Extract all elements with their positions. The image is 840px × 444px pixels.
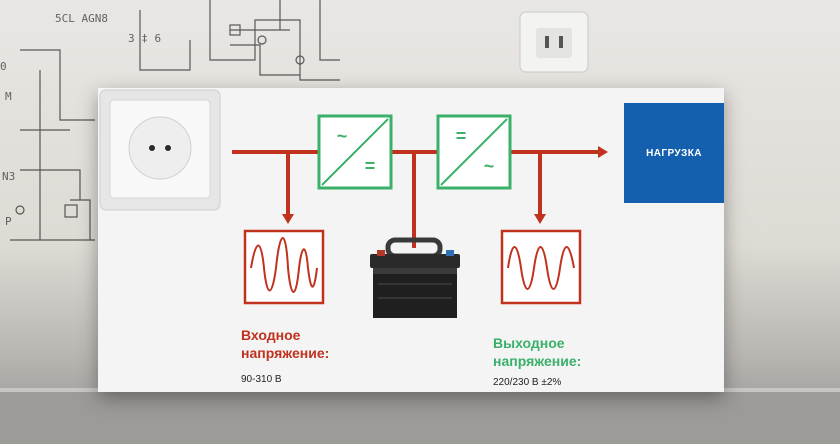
ups-topology-diagram: ~ = = ~ bbox=[99, 89, 608, 318]
svg-text:0: 0 bbox=[0, 60, 7, 73]
inverter-dc-symbol: = bbox=[456, 126, 467, 146]
output-waveform-scope bbox=[500, 229, 582, 305]
arrow-to-input-scope-icon bbox=[282, 214, 294, 224]
svg-text:N3: N3 bbox=[2, 170, 15, 183]
battery-icon bbox=[370, 237, 460, 318]
schematic-sketch bbox=[10, 0, 340, 241]
input-voltage-title-line2: напряжение: bbox=[241, 345, 330, 361]
output-voltage-title-line2: напряжение: bbox=[493, 353, 582, 369]
power-line bbox=[232, 150, 598, 248]
input-waveform-scope bbox=[243, 229, 325, 305]
input-voltage-title: Входное напряжение: bbox=[241, 326, 329, 362]
arrow-to-load-icon bbox=[598, 146, 608, 158]
svg-text:3 ‡ 6: 3 ‡ 6 bbox=[128, 32, 161, 45]
input-voltage-range: 90-310 В bbox=[241, 374, 282, 385]
rectifier-dc-symbol: = bbox=[365, 156, 376, 176]
svg-text:5CL AGN8: 5CL AGN8 bbox=[55, 12, 108, 25]
inverter-block: = ~ bbox=[436, 114, 512, 190]
svg-text:M: M bbox=[5, 90, 12, 103]
power-socket bbox=[99, 89, 221, 211]
svg-text:P: P bbox=[5, 215, 12, 228]
diagram-panel: ~ = = ~ bbox=[98, 88, 724, 392]
schematic-sketch-labels: 5CL AGN8 3 ‡ 6 0 M N3 P bbox=[0, 12, 161, 228]
output-voltage-title-line1: Выходное bbox=[493, 335, 565, 351]
arrow-to-output-scope-icon bbox=[534, 214, 546, 224]
input-voltage-title-line1: Входное bbox=[241, 327, 301, 343]
load-label: НАГРУЗКА bbox=[646, 147, 702, 159]
inverter-ac-symbol: ~ bbox=[484, 156, 495, 176]
output-voltage-range: 220/230 В ±2% bbox=[493, 377, 562, 388]
load-block: НАГРУЗКА bbox=[624, 103, 724, 203]
wall-outlet bbox=[519, 11, 589, 73]
rectifier-block: ~ = bbox=[317, 114, 393, 190]
table-surface bbox=[0, 390, 840, 444]
output-voltage-title: Выходное напряжение: bbox=[493, 334, 581, 370]
rectifier-ac-symbol: ~ bbox=[337, 126, 348, 146]
